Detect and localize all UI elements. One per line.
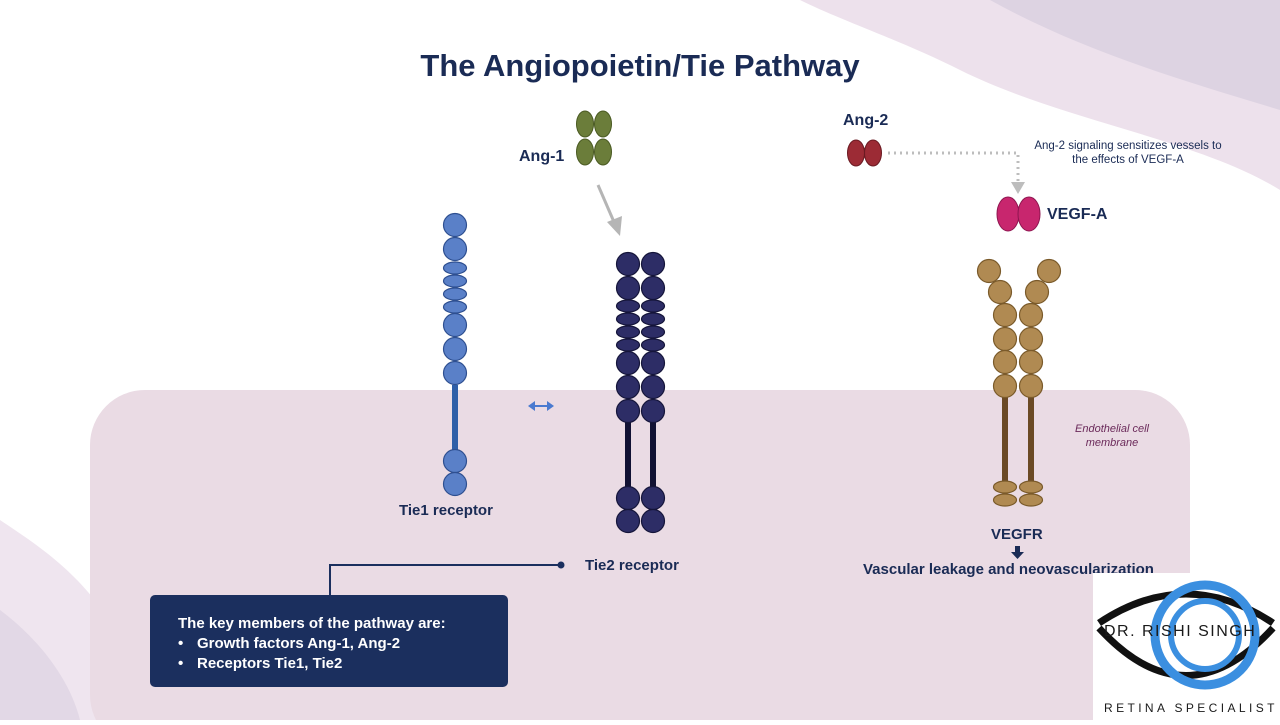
- logo-tagline: RETINA SPECIALIST: [1104, 701, 1278, 715]
- tie1-receptor: [442, 212, 468, 497]
- ang2-to-vegfa-connector: [888, 151, 1025, 194]
- ang2-molecule: [847, 139, 882, 167]
- ang1-label: Ang-1: [519, 148, 565, 165]
- vegfa-molecule: [996, 196, 1041, 232]
- ang1-to-tie2-arrow: [596, 184, 622, 236]
- slide-title: The Angiopoietin/Tie Pathway: [420, 48, 860, 83]
- vegfa-label: VEGF-A: [1047, 206, 1108, 223]
- outcome-label: Vascular leakage and neovascularization: [863, 561, 1154, 578]
- callout-item-growth-factors: Growth factors Ang-1, Ang-2: [178, 634, 508, 654]
- tie2-label: Tie2 receptor: [585, 557, 679, 574]
- logo: [1093, 573, 1280, 720]
- tie2-receptor: [615, 251, 666, 534]
- vegfr-down-arrow: [1011, 546, 1024, 559]
- ang2-label: Ang-2: [843, 112, 889, 129]
- tie1-tie2-interaction-arrow: [528, 401, 554, 411]
- eye-logo-icon: [1096, 580, 1276, 690]
- callout-leader-line: [329, 561, 565, 595]
- logo-name: DR. RISHI SINGH: [1104, 623, 1257, 640]
- callout-heading: The key members of the pathway are:: [178, 615, 446, 632]
- membrane-label: Endothelial cell membrane: [1075, 423, 1149, 449]
- key-members-callout: The key members of the pathway are: Grow…: [150, 595, 508, 687]
- ang2-note: Ang-2 signaling sensitizes vessels to th…: [1034, 140, 1222, 166]
- callout-item-receptors: Receptors Tie1, Tie2: [178, 654, 508, 674]
- vegfr-label: VEGFR: [991, 526, 1043, 543]
- vegfr-receptor: [976, 258, 1062, 507]
- tie1-label: Tie1 receptor: [399, 502, 493, 519]
- callout-list: Growth factors Ang-1, Ang-2 Receptors Ti…: [178, 634, 508, 674]
- ang1-molecule: [576, 110, 612, 166]
